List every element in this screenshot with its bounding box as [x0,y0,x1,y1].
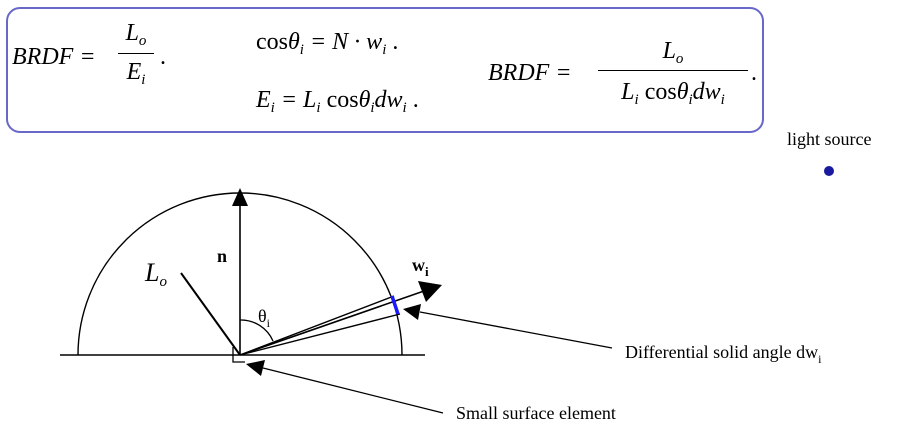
surface-element-label: Small surface element [456,403,616,423]
formula-brdf-period: . [160,44,166,70]
surface-pointer-head [246,360,265,376]
normal-arrowhead [232,188,248,206]
outgoing-radiance-label: Lo [145,258,167,290]
surface-element-mark [232,347,245,363]
formula-brdf-full-fraction: Lo Li cosθidwi [598,33,748,113]
formula-brdf-fraction: Lo Ei [118,17,154,88]
formula-brdf-lhs: BRDF = [12,44,96,70]
formula-cos-theta: cosθi = N · wi . [256,29,399,58]
formula-brdf-full-lhs: BRDF = [488,60,572,86]
light-source-dot [824,166,834,176]
theta-label: θi [258,306,270,330]
outgoing-radiance-line [180,272,241,356]
light-source-label: light source [787,129,872,149]
formula-irradiance: Ei = Li cosθidwi . [256,87,419,116]
cone-edge-lower [239,313,401,356]
normal-label: n [217,246,228,266]
solid-angle-pointer [419,311,613,349]
solid-angle-pointer-head [403,304,421,320]
solid-angle-patch [390,295,400,315]
formula-box [6,7,764,133]
surface-pointer [262,367,444,414]
incident-direction-arrowhead [418,281,442,302]
solid-angle-label: Differential solid angle dwi [625,342,822,366]
theta-angle-arc [239,319,274,342]
cone-edge-upper [239,295,395,356]
incident-direction-label: wi [412,255,429,279]
formula-brdf-full-period: . [751,60,757,86]
